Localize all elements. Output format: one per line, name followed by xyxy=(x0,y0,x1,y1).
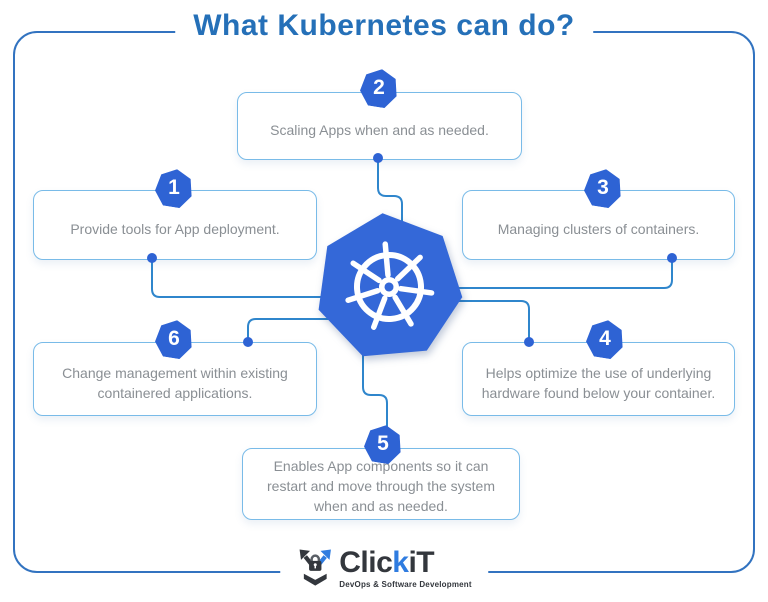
page-title: What Kubernetes can do? xyxy=(175,9,593,43)
feature-text-2: Scaling Apps when and as needed. xyxy=(270,121,489,138)
step-number-3: 3 xyxy=(597,176,609,199)
step-number-2: 2 xyxy=(373,76,385,99)
brand-text-block: ClickiT DevOps & Software Development xyxy=(339,545,472,589)
brand-prefix: Clic xyxy=(339,545,393,579)
step-number-1: 1 xyxy=(168,176,180,199)
step-badge-4: 4 xyxy=(586,320,624,360)
step-number-4: 4 xyxy=(599,327,611,350)
shield-lock-icon xyxy=(299,549,331,586)
step-badge-6: 6 xyxy=(155,320,193,360)
feature-text-6: Change management within existing contai… xyxy=(62,364,288,401)
brand-logo: ClickiT DevOps & Software Development xyxy=(280,546,488,590)
step-number-5: 5 xyxy=(377,432,389,455)
brand-suffix: iT xyxy=(408,545,435,579)
feature-text-1: Provide tools for App deployment. xyxy=(70,220,280,237)
step-badge-3: 3 xyxy=(584,169,622,209)
step-badge-2: 2 xyxy=(360,69,398,109)
feature-text-5: Enables App components so it can restart… xyxy=(267,457,495,515)
feature-text-4: Helps optimize the use of underlying har… xyxy=(481,364,716,401)
brand-accent-letter: k xyxy=(392,545,409,579)
step-number-6: 6 xyxy=(168,327,180,350)
feature-text-3: Managing clusters of containers. xyxy=(497,220,700,237)
step-badge-1: 1 xyxy=(155,169,193,209)
kubernetes-logo-icon xyxy=(318,213,463,357)
step-badge-5: 5 xyxy=(364,425,402,465)
brand-name: ClickiT xyxy=(339,545,472,579)
brand-tagline: DevOps & Software Development xyxy=(339,579,472,589)
